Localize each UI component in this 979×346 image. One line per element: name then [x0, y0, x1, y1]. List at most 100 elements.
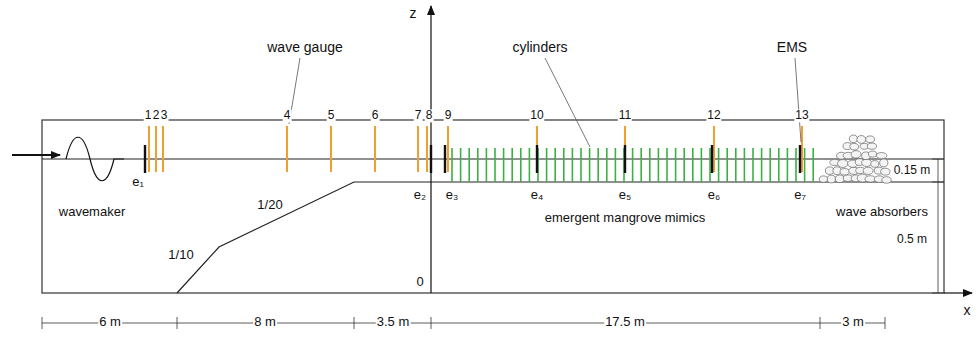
- water-line: [42, 159, 944, 160]
- cylinder: [511, 148, 513, 182]
- origin-label: 0: [415, 275, 424, 289]
- dimension-tick: [932, 182, 944, 183]
- cylinder: [675, 148, 677, 182]
- dimension-line: [938, 159, 939, 293]
- ems-marker: [536, 145, 538, 173]
- cylinder: [735, 148, 737, 182]
- wave-gauge: [374, 126, 376, 172]
- absorber-stone: [871, 161, 879, 168]
- cylinder: [468, 148, 470, 182]
- wave-gauge: [162, 126, 164, 172]
- x-axis: [944, 292, 972, 293]
- dimension-label: 0.15 m: [893, 164, 932, 177]
- bathymetry: [177, 182, 944, 293]
- slope-label: 1/10: [167, 248, 194, 262]
- absorber-stone: [880, 159, 888, 167]
- cylinder: [477, 148, 479, 182]
- ems-label: e₅: [618, 188, 632, 202]
- dimension-tick: [354, 317, 355, 329]
- wave-gauge: [417, 126, 419, 172]
- absorber-stone: [827, 175, 835, 183]
- ems-label: e₄: [530, 188, 545, 202]
- wave-gauge: [155, 126, 157, 172]
- cylinder: [726, 148, 728, 182]
- wave-symbol: [66, 137, 124, 181]
- cylinder: [769, 148, 771, 182]
- cylinder: [778, 148, 780, 182]
- cylinder: [787, 148, 789, 182]
- absorber-stone: [863, 167, 873, 174]
- absorber-stone: [868, 151, 876, 157]
- dimension-tick: [932, 293, 944, 294]
- cylinder: [701, 148, 703, 182]
- absorber-stone: [849, 135, 857, 143]
- leader-line: [795, 58, 801, 142]
- cylinder: [460, 148, 462, 182]
- absorber-stone: [867, 143, 876, 149]
- dimension-tick: [820, 317, 821, 329]
- cylinder: [503, 148, 505, 182]
- gauge-number: 8: [425, 109, 434, 122]
- callout-text: wave gauge: [266, 40, 344, 55]
- cylinder: [589, 148, 591, 182]
- slope-label: 1/20: [256, 198, 283, 212]
- gauge-number: 9: [444, 109, 453, 122]
- ems-markers: [145, 145, 800, 173]
- cylinder: [546, 148, 548, 182]
- cylinder: [692, 148, 694, 182]
- cylinder: [658, 148, 660, 182]
- absorber-stone: [835, 175, 844, 183]
- cylinder: [812, 148, 814, 182]
- cylinder: [666, 148, 668, 182]
- ems-marker: [144, 145, 146, 173]
- wave-gauge: [148, 126, 150, 172]
- ems-label: e₃: [445, 188, 460, 202]
- wave-gauge: [536, 126, 538, 172]
- cylinder: [554, 148, 556, 182]
- cylinder-array: [452, 148, 813, 182]
- ems-label: e₁: [131, 175, 145, 189]
- gauge-number: 4: [283, 109, 292, 122]
- dimension-tick: [932, 159, 944, 160]
- wave-direction-arrow: [12, 154, 60, 156]
- wave-gauge: [624, 126, 626, 172]
- ems-marker: [444, 145, 446, 173]
- cylinder: [494, 148, 496, 182]
- absorber-stone: [857, 136, 866, 144]
- cylinder: [580, 148, 582, 182]
- wave-gauge: [330, 126, 332, 172]
- cylinder: [718, 148, 720, 182]
- absorber-stone: [882, 177, 891, 183]
- cylinder: [795, 148, 797, 182]
- wave-gauge: [426, 126, 428, 172]
- dimension-tick: [885, 317, 886, 329]
- wave-absorber-rubble: [819, 135, 891, 183]
- ems-marker: [624, 145, 626, 173]
- wave-gauge: [286, 126, 288, 172]
- cylinder: [563, 148, 565, 182]
- dimension-ticks: [42, 317, 885, 329]
- gauge-number: 11: [618, 109, 632, 122]
- dimension-label: 0.5 m: [896, 233, 928, 246]
- dimension-label: 8 m: [253, 315, 277, 329]
- cylinder: [752, 148, 754, 182]
- cylinder: [640, 148, 642, 182]
- absorber-stone: [881, 168, 890, 175]
- ems-label: e₆: [707, 188, 721, 202]
- part-label: emergent mangrove mimics: [544, 211, 706, 225]
- cylinder: [606, 148, 608, 182]
- gauge-number: 3: [160, 109, 169, 122]
- cylinder: [709, 148, 711, 182]
- wave-gauge: [447, 126, 449, 172]
- cylinder: [572, 148, 574, 182]
- cylinder: [744, 148, 746, 182]
- gauge-number: 13: [794, 109, 809, 122]
- absorber-stone: [862, 159, 872, 166]
- cylinder: [529, 148, 531, 182]
- absorber-stone: [866, 136, 875, 143]
- cylinder: [632, 148, 634, 182]
- cylinder: [761, 148, 763, 182]
- dimension-tick: [42, 317, 43, 329]
- axis-label: x: [963, 303, 972, 318]
